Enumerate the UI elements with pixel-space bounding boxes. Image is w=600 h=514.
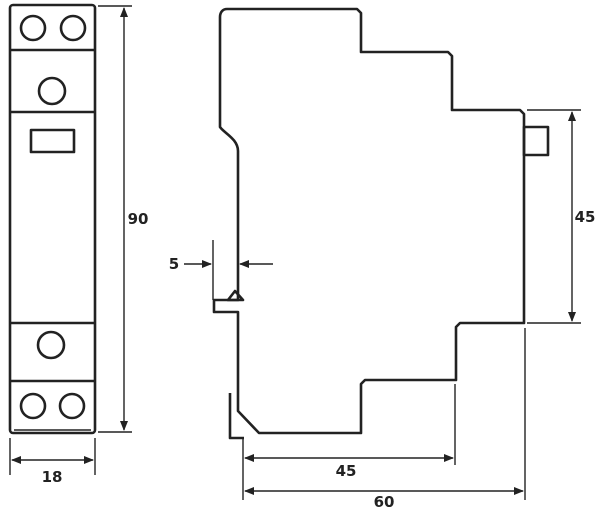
front-body-outline	[8, 3, 97, 435]
height-dimension-label: 90	[128, 210, 149, 228]
width-dimension: 18	[9, 438, 96, 486]
side-body-outline	[212, 7, 526, 435]
lower-center-terminal	[36, 330, 66, 360]
bottom-left-terminal	[19, 392, 47, 420]
side-view	[212, 7, 550, 440]
top-left-terminal	[19, 14, 47, 42]
front-depth-label: 45	[336, 462, 357, 480]
side-bottom-foot	[228, 393, 244, 440]
rail-offset-label: 5	[169, 255, 179, 273]
status-window	[29, 128, 76, 154]
side-height-label: 45	[575, 208, 596, 226]
bottom-right-terminal	[58, 392, 86, 420]
width-dimension-label: 18	[42, 468, 63, 486]
side-actuator	[522, 125, 550, 157]
side-height-dimension: 45	[527, 109, 596, 324]
front-view	[8, 3, 97, 435]
depth-dimensions: 45 60	[242, 328, 526, 511]
total-depth-label: 60	[374, 493, 395, 511]
rail-clip	[226, 289, 245, 302]
rail-offset-dimension: 5	[169, 240, 273, 300]
height-dimension: 90	[98, 5, 149, 433]
top-right-terminal	[59, 14, 87, 42]
upper-center-terminal	[37, 76, 67, 106]
